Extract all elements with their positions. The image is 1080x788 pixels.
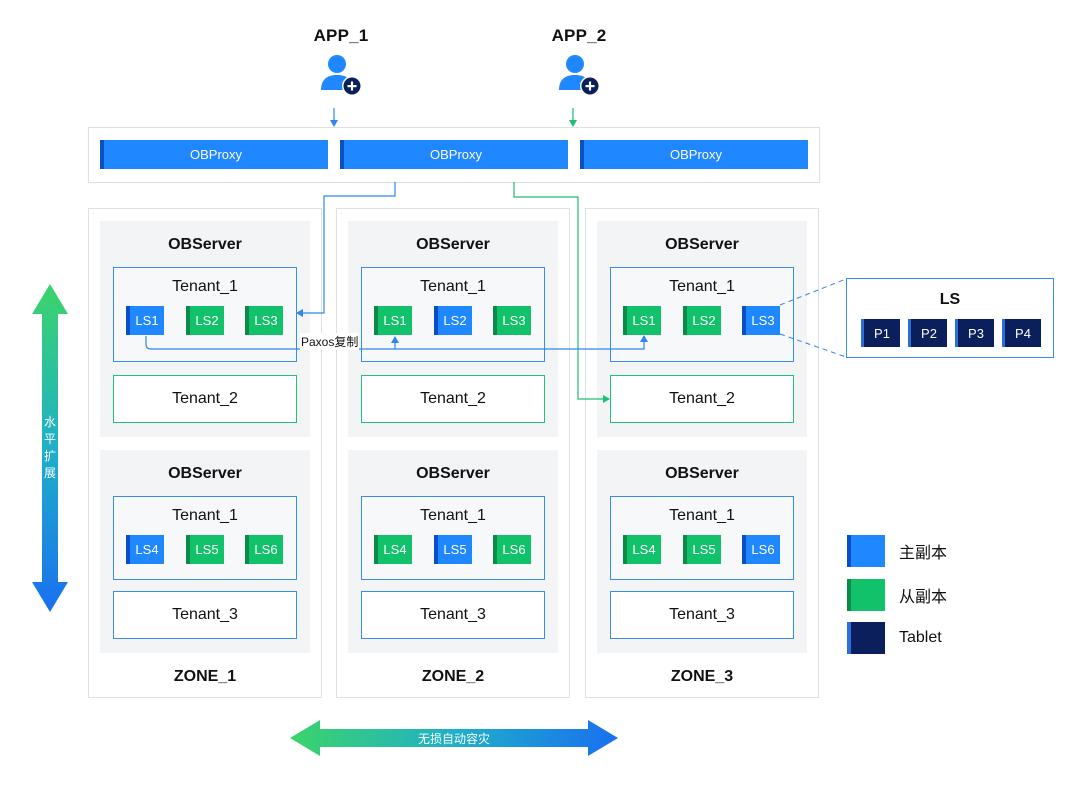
zone-3: OBServer Tenant_1 LS1 LS2 LS3 Tenant_2 O… (585, 208, 819, 698)
tenant-3: Tenant_3 (113, 591, 297, 639)
tenant-1: Tenant_1 LS4 LS5 LS6 (113, 496, 297, 580)
zone-2: OBServer Tenant_1 LS1 LS2 LS3 Tenant_2 O… (336, 208, 570, 698)
observer-title: OBServer (168, 465, 242, 482)
obproxy-1: OBProxy (100, 140, 328, 169)
paxos-label: Paxos复制 (300, 333, 360, 350)
tenant-1: Tenant_1 LS1 LS2 LS3 (610, 267, 794, 362)
tenant-title: Tenant_1 (420, 278, 486, 295)
ls-leader: LS1 (126, 306, 164, 335)
legend-label: 主副本 (899, 545, 948, 562)
legend-swatch-follower (847, 579, 885, 611)
legend-swatch-tablet (847, 622, 885, 654)
ls-follower: LS5 (186, 535, 224, 564)
ls-leader: LS4 (126, 535, 164, 564)
ls-follower: LS1 (623, 306, 661, 335)
ls-follower: LS1 (374, 306, 412, 335)
zone-label: ZONE_3 (670, 668, 734, 685)
tenant-1: Tenant_1 LS4 LS5 LS6 (610, 496, 794, 580)
ls-follower: LS6 (245, 535, 283, 564)
ls-follower: LS2 (186, 306, 224, 335)
app-1: APP_1 (281, 26, 401, 98)
tenant-1: Tenant_1 LS4 LS5 LS6 (361, 496, 545, 580)
tenant-title: Tenant_1 (420, 507, 486, 524)
ls-follower: LS2 (683, 306, 721, 335)
app-1-label: APP_1 (313, 26, 369, 45)
tenant-3: Tenant_3 (610, 591, 794, 639)
observer-title: OBServer (168, 236, 242, 253)
tablet: P4 (1002, 319, 1041, 347)
zone-1: OBServer Tenant_1 LS1 LS2 LS3 Tenant_2 O… (88, 208, 322, 698)
tablet: P3 (955, 319, 994, 347)
ls-leader: LS5 (434, 535, 472, 564)
auto-failover-arrow (290, 720, 618, 756)
ls-follower: LS6 (493, 535, 531, 564)
proxy-layer: OBProxy OBProxy OBProxy (88, 127, 820, 183)
horizontal-scaling-label: 水平扩展 (43, 415, 56, 480)
app-2-label: APP_2 (551, 26, 607, 45)
ls-follower: LS3 (493, 306, 531, 335)
ls-detail-title: LS (939, 291, 961, 308)
tenant-2: Tenant_2 (113, 375, 297, 423)
ls-leader: LS6 (742, 535, 780, 564)
app-2: APP_2 (519, 26, 639, 98)
tenant-title: Tenant_1 (172, 507, 238, 524)
legend-leader: 主副本 (847, 535, 947, 567)
obproxy-2: OBProxy (340, 140, 568, 169)
tenant-2: Tenant_2 (610, 375, 794, 423)
observer: OBServer Tenant_1 LS1 LS2 LS3 Tenant_2 (597, 221, 807, 437)
ls-follower: LS4 (623, 535, 661, 564)
tablet: P2 (908, 319, 947, 347)
observer-title: OBServer (665, 465, 739, 482)
observer: OBServer Tenant_1 LS4 LS5 LS6 Tenant_3 (100, 450, 310, 653)
ls-leader: LS3 (742, 306, 780, 335)
ls-follower: LS3 (245, 306, 283, 335)
observer-title: OBServer (416, 236, 490, 253)
zone-label: ZONE_1 (173, 668, 237, 685)
tenant-title: Tenant_1 (669, 278, 735, 295)
tenant-1: Tenant_1 LS1 LS2 LS3 (113, 267, 297, 362)
tenant-3: Tenant_3 (361, 591, 545, 639)
legend-swatch-leader (847, 535, 885, 567)
auto-failover-label: 无损自动容灾 (417, 731, 490, 746)
legend-label: 从副本 (899, 589, 948, 606)
observer: OBServer Tenant_1 LS4 LS5 LS6 Tenant_3 (597, 450, 807, 653)
ls-follower: LS4 (374, 535, 412, 564)
legend-follower: 从副本 (847, 579, 947, 611)
legend-tablet: Tablet (847, 622, 942, 654)
tenant-title: Tenant_1 (669, 507, 735, 524)
ls-follower: LS5 (683, 535, 721, 564)
observer-title: OBServer (665, 236, 739, 253)
observer: OBServer Tenant_1 LS1 LS2 LS3 Tenant_2 (348, 221, 558, 437)
legend-label: Tablet (899, 629, 942, 646)
obproxy-3: OBProxy (580, 140, 808, 169)
ls-leader: LS2 (434, 306, 472, 335)
observer-title: OBServer (416, 465, 490, 482)
horizontal-scaling-arrow (32, 284, 68, 612)
user-add-icon (557, 54, 601, 98)
observer: OBServer Tenant_1 LS4 LS5 LS6 Tenant_3 (348, 450, 558, 653)
observer: OBServer Tenant_1 LS1 LS2 LS3 Tenant_2 (100, 221, 310, 437)
user-add-icon (319, 54, 363, 98)
tenant-2: Tenant_2 (361, 375, 545, 423)
tenant-1: Tenant_1 LS1 LS2 LS3 (361, 267, 545, 362)
ls-detail-box: LS P1 P2 P3 P4 (846, 278, 1054, 358)
tablet: P1 (861, 319, 900, 347)
zone-label: ZONE_2 (421, 668, 485, 685)
tenant-title: Tenant_1 (172, 278, 238, 295)
